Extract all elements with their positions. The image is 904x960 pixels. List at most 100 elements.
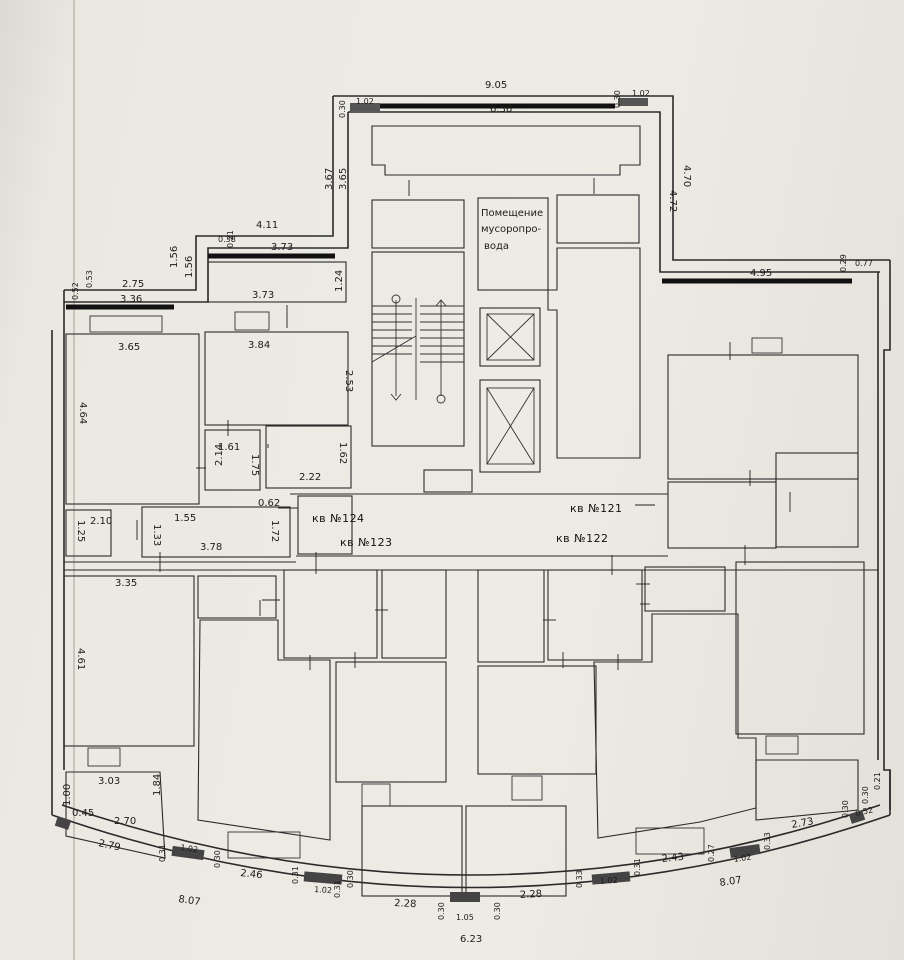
garbage-room-label: Помещение мусоропро- вода — [481, 208, 543, 252]
garbage-room-line-2: мусоропро- — [481, 224, 542, 235]
dim-021b: 0.21 — [873, 772, 882, 790]
lower-right-rooms — [477, 561, 865, 855]
dim-905: 9.05 — [485, 80, 507, 91]
dim-184: 1.84 — [152, 774, 163, 796]
apt-label-122: кв №122 — [556, 532, 609, 545]
door-ticks — [136, 178, 791, 670]
apt-label-124: кв №124 — [312, 512, 365, 525]
dim-077: 0.77 — [855, 259, 873, 268]
dim-030b: 0.30 — [613, 90, 622, 108]
dim-102a: 1.02 — [356, 97, 374, 106]
dim-030c: 0.30 — [213, 850, 222, 868]
stair-treads — [371, 294, 464, 404]
dim-105: 1.05 — [456, 913, 474, 922]
dim-029: 0.29 — [839, 254, 848, 272]
dim-228a: 2.28 — [394, 898, 417, 910]
upper-left-rooms — [65, 261, 353, 558]
dim-033b: 0.33 — [763, 832, 772, 850]
dim-172: 1.72 — [269, 520, 280, 542]
dim-053: 0.53 — [85, 270, 94, 288]
apt-label-121: кв №121 — [570, 502, 623, 515]
dim-030h: 0.30 — [861, 786, 870, 804]
apt-label-123: кв №123 — [340, 536, 393, 549]
dim-030g: 0.30 — [841, 800, 850, 818]
dim-335: 3.35 — [115, 578, 137, 589]
dim-461: 4.61 — [75, 648, 86, 670]
garbage-room-line-3: вода — [484, 241, 509, 252]
dim-102b: 1.02 — [632, 89, 650, 98]
dim-102c: 1.02 — [180, 843, 199, 854]
core-rooms — [371, 125, 641, 473]
dim-373a: 3.73 — [271, 242, 293, 253]
dim-030e: 0.30 — [437, 902, 446, 920]
dim-031b: 0.31 — [291, 866, 300, 884]
dim-303: 3.03 — [98, 776, 120, 787]
dim-807a: 8.07 — [178, 894, 202, 908]
apartment-labels: кв №121 кв №122 кв №123 кв №124 — [312, 502, 623, 549]
dim-062: 0.62 — [258, 498, 280, 509]
dim-102d: 1.02 — [314, 885, 332, 895]
dim-156b: 1.56 — [184, 256, 195, 278]
dim-124: 1.24 — [334, 270, 345, 292]
dim-045: 0.45 — [72, 808, 94, 819]
dim-100: 1.00 — [62, 784, 73, 806]
dim-175: 1.75 — [249, 454, 260, 476]
dim-102f: 1.02 — [733, 853, 752, 864]
dim-033a: 0.33 — [575, 870, 584, 888]
dim-378: 3.78 — [200, 542, 222, 553]
dim-210: 2.10 — [90, 516, 112, 527]
dim-133: 1.33 — [151, 524, 162, 546]
dim-030f: 0.30 — [493, 902, 502, 920]
dim-102e: 1.02 — [600, 876, 618, 886]
dim-464: 4.64 — [77, 402, 88, 424]
window-openings — [54, 98, 866, 902]
dim-030a: 0.30 — [338, 100, 347, 118]
dim-270: 2.70 — [114, 816, 136, 827]
upper-right-rooms — [423, 337, 859, 549]
central-bay — [361, 805, 567, 897]
dim-228b: 2.28 — [520, 889, 543, 901]
dim-807b: 8.07 — [719, 875, 743, 889]
dim-031d: 0.31 — [633, 858, 642, 876]
dim-052: 0.52 — [71, 282, 80, 300]
dim-125: 1.25 — [75, 520, 86, 542]
garbage-room-line-1: Помещение — [481, 208, 543, 219]
dim-030d: 0.30 — [346, 870, 355, 888]
dim-031a: 0.31 — [158, 844, 167, 862]
dim-275: 2.75 — [122, 279, 144, 290]
dim-384: 3.84 — [248, 340, 270, 351]
dim-021a: 0.21 — [226, 230, 235, 248]
dim-373b: 3.73 — [252, 290, 274, 301]
dim-161: 1.61 — [218, 442, 240, 453]
dim-031c: 0.31 — [333, 880, 342, 898]
dim-253: 2.53 — [343, 370, 354, 392]
dim-214: 2.14 — [214, 444, 225, 466]
dim-365b: 3.65 — [118, 342, 140, 353]
beam-lines — [66, 103, 852, 310]
dim-472: 4.72 — [667, 190, 678, 212]
dim-365: 3.65 — [338, 168, 349, 190]
dimension-labels: 9.05 6.36 1.02 1.02 0.30 0.30 3.67 3.65 … — [62, 80, 882, 945]
lower-left-rooms — [63, 569, 447, 859]
dim-162: 1.62 — [337, 442, 348, 464]
dim-243: 2.43 — [661, 852, 684, 865]
dim-411: 4.11 — [256, 220, 278, 231]
dim-470: 4.70 — [681, 165, 692, 187]
dim-156a: 1.56 — [169, 246, 180, 268]
dim-336: 3.36 — [120, 294, 142, 305]
dim-155: 1.55 — [174, 513, 196, 524]
dim-038: 0.38 — [218, 235, 236, 244]
dim-495: 4.95 — [750, 268, 772, 279]
dim-273: 2.73 — [791, 816, 815, 831]
dim-027: 0.27 — [707, 844, 716, 862]
dim-222: 2.22 — [299, 472, 321, 483]
dim-623: 6.23 — [460, 934, 482, 945]
dim-279: 2.79 — [97, 838, 121, 853]
corridor — [64, 493, 878, 571]
dim-052b: 0.52 — [855, 805, 874, 818]
dim-636: 6.36 — [490, 104, 512, 115]
dim-246: 2.46 — [240, 868, 263, 881]
dim-367: 3.67 — [324, 168, 335, 190]
